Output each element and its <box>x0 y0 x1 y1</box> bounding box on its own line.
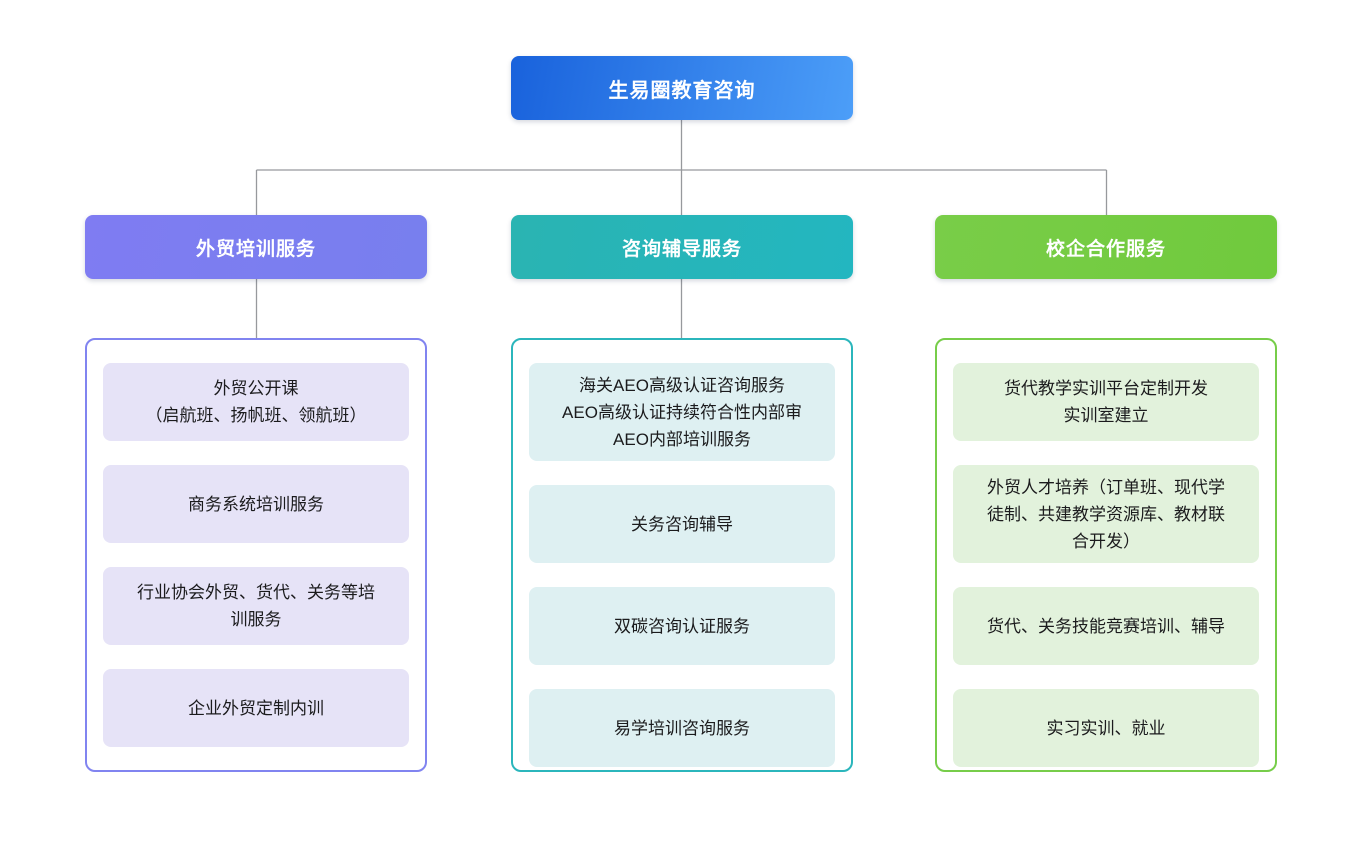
service-item: 行业协会外贸、货代、关务等培 训服务 <box>103 567 409 645</box>
service-item: 货代教学实训平台定制开发 实训室建立 <box>953 363 1259 441</box>
service-item-line: 训服务 <box>230 610 282 629</box>
service-item-line: 商务系统培训服务 <box>188 494 324 514</box>
service-item-line: AEO高级认证持续符合性内部审 <box>562 402 802 422</box>
branch-panel-foreign-trade-training: 外贸公开课 （启航班、扬帆班、领航班） 商务系统培训服务 行业协会外贸、货代、关… <box>85 338 427 772</box>
branch-header-consulting-coaching: 咨询辅导服务 <box>511 215 853 279</box>
service-item: 外贸人才培养（订单班、现代学 徒制、共建教学资源库、教材联 合开发） <box>953 465 1259 563</box>
service-item: 实习实训、就业 <box>953 689 1259 767</box>
service-item: 双碳咨询认证服务 <box>529 587 835 665</box>
service-item-line: 合开发） <box>1072 531 1140 551</box>
service-item-line: 徒制、共建教学资源库、教材联 <box>987 504 1225 524</box>
service-item-line: 易学培训咨询服务 <box>614 718 750 738</box>
service-item-line: （启航班、扬帆班、领航班） <box>145 406 367 425</box>
service-item-line: 双碳咨询认证服务 <box>614 616 750 636</box>
service-item-line: 实训室建立 <box>1063 406 1149 425</box>
branch-header-label: 外贸培训服务 <box>195 238 316 260</box>
service-item-line: 货代教学实训平台定制开发 <box>1004 379 1208 398</box>
branch-panel-consulting-coaching: 海关AEO高级认证咨询服务 AEO高级认证持续符合性内部审 AEO内部培训服务 … <box>511 338 853 772</box>
service-item-line: 海关AEO高级认证咨询服务 <box>579 375 785 395</box>
service-item-line: 外贸公开课 <box>213 379 299 398</box>
service-item: 外贸公开课 （启航班、扬帆班、领航班） <box>103 363 409 441</box>
service-item-line: AEO内部培训服务 <box>613 429 751 449</box>
root-node-label: 生易圈教育咨询 <box>608 79 756 102</box>
service-item-line: 货代、关务技能竞赛培训、辅导 <box>987 616 1225 636</box>
branch-header-school-enterprise: 校企合作服务 <box>935 215 1277 279</box>
root-node: 生易圈教育咨询 <box>511 56 853 120</box>
service-item: 关务咨询辅导 <box>529 485 835 563</box>
service-item-line: 关务咨询辅导 <box>631 514 733 534</box>
service-item: 企业外贸定制内训 <box>103 669 409 747</box>
service-item: 海关AEO高级认证咨询服务 AEO高级认证持续符合性内部审 AEO内部培训服务 <box>529 363 835 461</box>
branch-header-foreign-trade-training: 外贸培训服务 <box>85 215 427 279</box>
service-item-line: 外贸人才培养（订单班、现代学 <box>987 477 1225 497</box>
service-item: 货代、关务技能竞赛培训、辅导 <box>953 587 1259 665</box>
service-item: 商务系统培训服务 <box>103 465 409 543</box>
branch-header-label: 校企合作服务 <box>1045 238 1166 260</box>
service-item-line: 行业协会外贸、货代、关务等培 <box>137 583 375 602</box>
service-item-line: 实习实训、就业 <box>1046 718 1166 738</box>
branch-header-label: 咨询辅导服务 <box>621 238 742 260</box>
branch-panel-school-enterprise: 货代教学实训平台定制开发 实训室建立 外贸人才培养（订单班、现代学 徒制、共建教… <box>935 338 1277 772</box>
service-item: 易学培训咨询服务 <box>529 689 835 767</box>
service-item-line: 企业外贸定制内训 <box>188 698 324 718</box>
